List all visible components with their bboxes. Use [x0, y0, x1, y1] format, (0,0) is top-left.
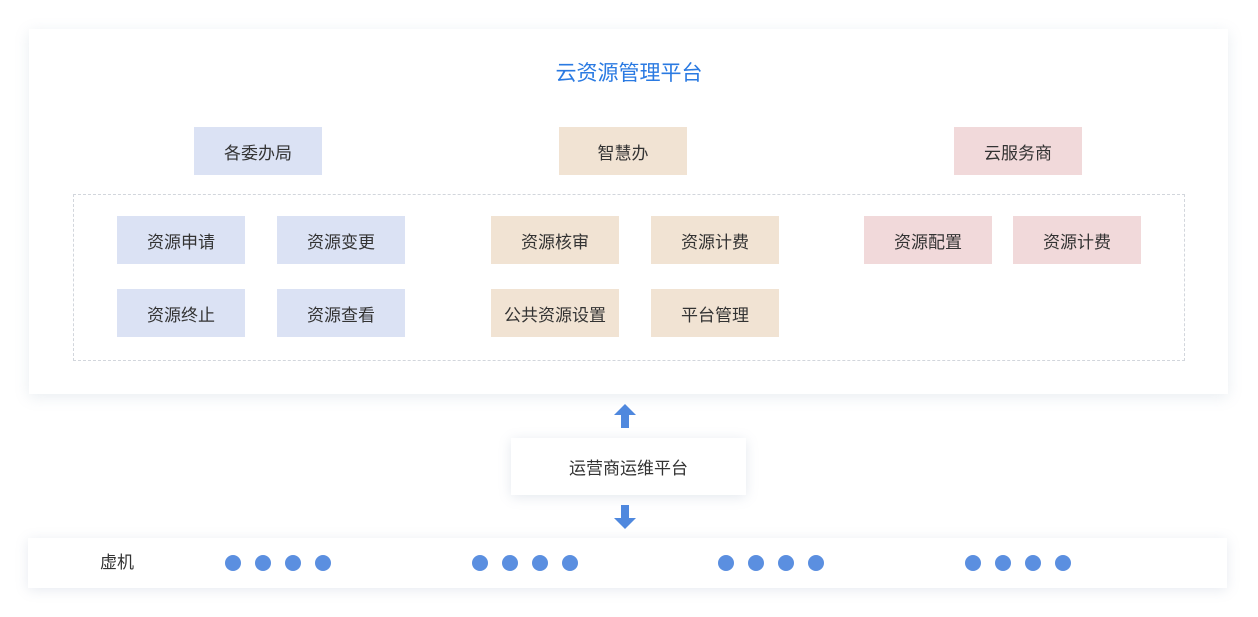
vm-dot — [285, 555, 301, 571]
platform-title: 云资源管理平台 — [555, 61, 703, 85]
arrow-up-icon — [614, 404, 636, 428]
function-public-resource-settings: 公共资源设置 — [491, 289, 619, 337]
vm-dot — [472, 555, 488, 571]
vm-dot — [315, 555, 331, 571]
vm-dot — [718, 555, 734, 571]
function-resource-config: 资源配置 — [864, 216, 992, 264]
role-smart-office: 智慧办 — [559, 127, 687, 175]
function-resource-view: 资源查看 — [277, 289, 405, 337]
vm-dot — [1025, 555, 1041, 571]
vm-dot — [532, 555, 548, 571]
role-cloud-provider: 云服务商 — [954, 127, 1082, 175]
vm-dot — [502, 555, 518, 571]
vm-dot — [225, 555, 241, 571]
vm-bar — [28, 538, 1227, 588]
vm-label: 虚机 — [100, 553, 134, 573]
vm-dot — [778, 555, 794, 571]
vm-dot — [748, 555, 764, 571]
operator-ops-platform: 运营商运维平台 — [511, 438, 746, 495]
function-resource-review: 资源核审 — [491, 216, 619, 264]
vm-dot — [255, 555, 271, 571]
function-resource-apply: 资源申请 — [117, 216, 245, 264]
vm-dot — [965, 555, 981, 571]
function-platform-management: 平台管理 — [651, 289, 779, 337]
function-resource-terminate: 资源终止 — [117, 289, 245, 337]
role-agencies: 各委办局 — [194, 127, 322, 175]
function-provider-resource-billing: 资源计费 — [1013, 216, 1141, 264]
arrow-down-icon — [614, 505, 636, 529]
function-resource-change: 资源变更 — [277, 216, 405, 264]
vm-dot — [995, 555, 1011, 571]
vm-dot — [808, 555, 824, 571]
functions-area — [73, 194, 1185, 361]
function-resource-billing: 资源计费 — [651, 216, 779, 264]
vm-dot — [562, 555, 578, 571]
vm-dot — [1055, 555, 1071, 571]
